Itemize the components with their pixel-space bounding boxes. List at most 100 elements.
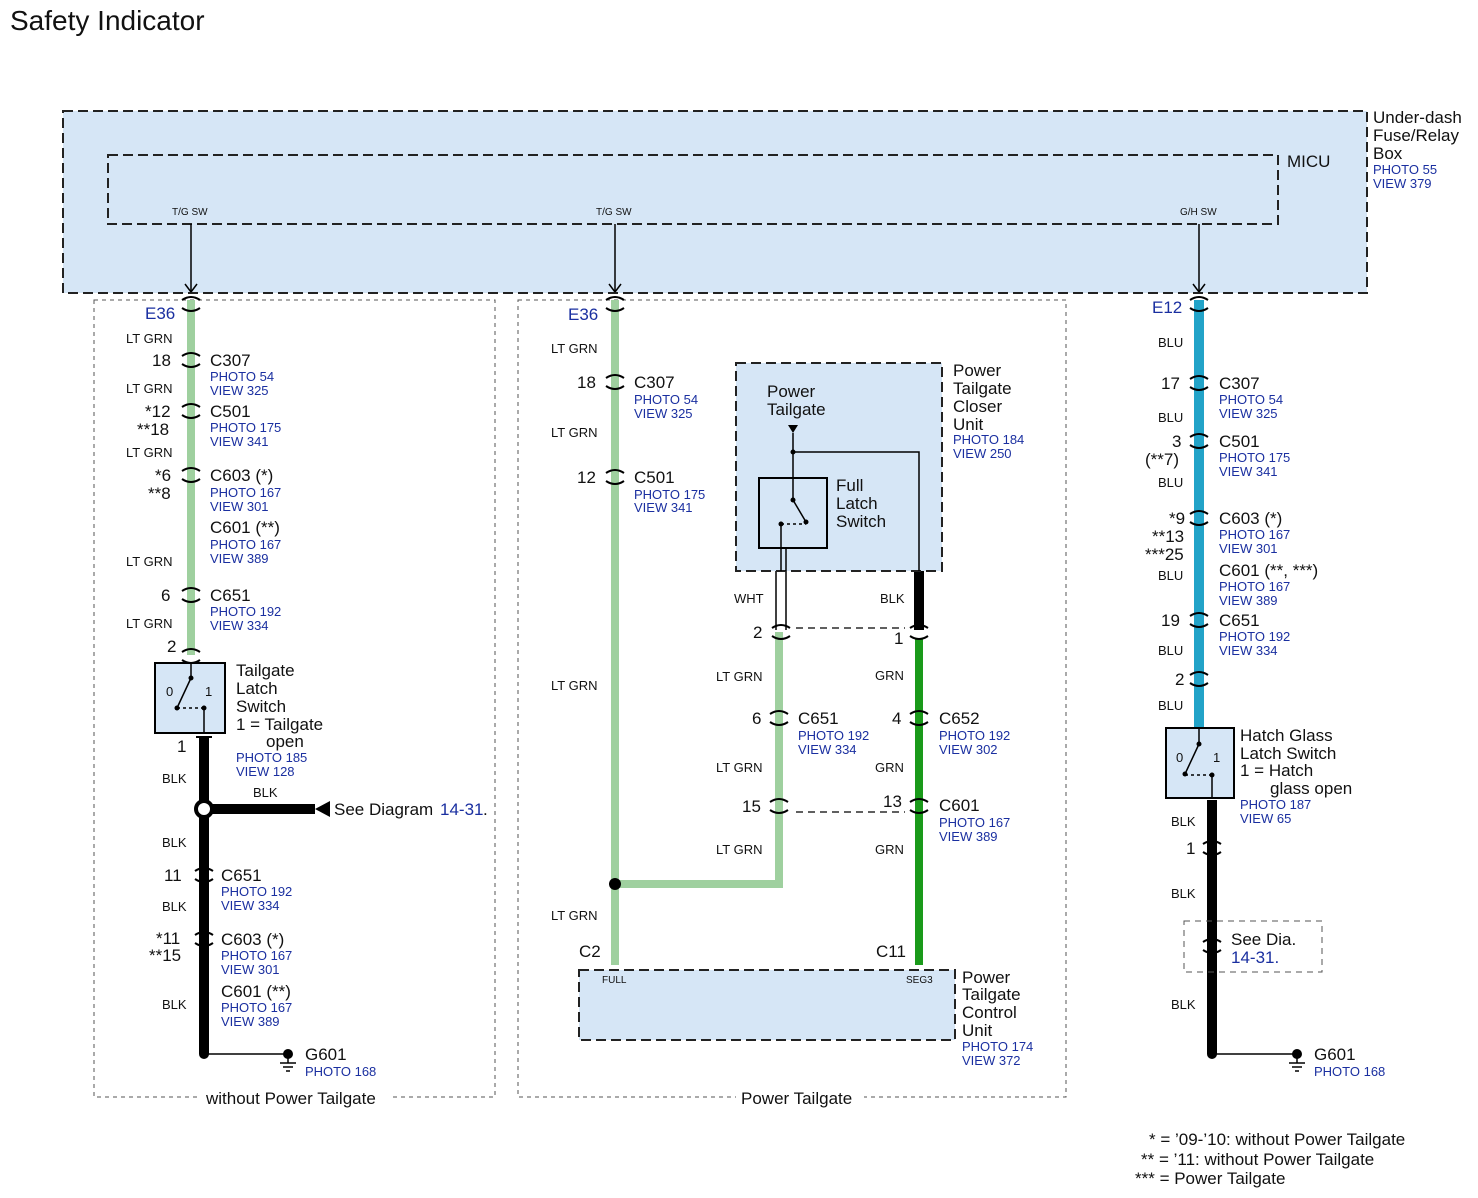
see-diagram-ref[interactable]: 14-31	[440, 800, 483, 819]
power-tailgate-closer-unit	[735, 362, 943, 572]
middle-wire-label-3: LT GRN	[551, 678, 597, 693]
right-ground-icon	[1289, 1054, 1305, 1072]
left-c501-pin-b: **18	[137, 420, 169, 439]
middle-c651-view: VIEW 334	[798, 742, 857, 757]
see-dia-box	[1183, 920, 1323, 973]
micu-pin-3: G/H SW	[1180, 207, 1217, 218]
tailgate-latch-switch	[154, 662, 226, 734]
right-switch-view: VIEW 65	[1240, 811, 1291, 826]
middle-grn-label-1: GRN	[875, 668, 904, 683]
middle-c307-photo: PHOTO 54	[634, 392, 698, 407]
left-c603-pin-b: **8	[148, 484, 171, 503]
middle-grn-label-3: GRN	[875, 842, 904, 857]
left-switch-view: VIEW 128	[236, 764, 295, 779]
left-c501-pin-a: *12	[145, 402, 171, 421]
middle-c652-view: VIEW 302	[939, 742, 998, 757]
middle-c501-name: C501	[634, 468, 675, 487]
middle-c307-pin: 18	[577, 373, 596, 392]
middle-wht-label: WHT	[734, 591, 764, 606]
note-1: * = ’09-’10: without Power Tailgate	[1149, 1130, 1405, 1149]
left-blk-label-4: BLK	[162, 997, 187, 1012]
right-c603-name: C603 (*)	[1219, 509, 1282, 528]
ctrl-pin-full: FULL	[602, 975, 627, 986]
middle-lt-grn-label-6: LT GRN	[716, 760, 762, 775]
right-blu-label-1: BLU	[1158, 335, 1183, 350]
right-c601-name: C601 (**, ***)	[1219, 561, 1318, 580]
right-ground-photo: PHOTO 168	[1314, 1064, 1385, 1079]
middle-lt-grn-label-7: LT GRN	[716, 842, 762, 857]
left-blk-label-2: BLK	[162, 835, 187, 850]
ctrl-line1: Power	[962, 968, 1011, 987]
left-c307-name: C307	[210, 351, 251, 370]
left-splice-point	[194, 799, 214, 819]
power-tailgate-control-unit	[578, 969, 956, 1041]
right-c603-pin-b: **13	[1152, 527, 1184, 546]
left-ground-name: G601	[305, 1045, 347, 1064]
left-c603b-pin-a: *11	[156, 929, 180, 948]
middle-blk-label: BLK	[880, 591, 905, 606]
micu-pin-2: T/G SW	[596, 207, 632, 218]
fuse-box-name-3: Box	[1373, 144, 1403, 163]
middle-c601-photo: PHOTO 167	[939, 815, 1010, 830]
closer-line3: Closer	[953, 397, 1002, 416]
middle-wire-label-4: LT GRN	[551, 908, 597, 923]
right-blu-label-4: BLU	[1158, 568, 1183, 583]
micu-name: MICU	[1287, 152, 1330, 171]
closer-sw3: Switch	[836, 512, 886, 531]
right-c501-photo: PHOTO 175	[1219, 450, 1290, 465]
left-switch-line5: open	[266, 732, 304, 751]
right-switch-photo: PHOTO 187	[1240, 797, 1311, 812]
left-wire-label-2: LT GRN	[126, 381, 172, 396]
left-c651-pin: 6	[161, 586, 170, 605]
power-source-icon	[788, 425, 798, 433]
right-c601-photo: PHOTO 167	[1219, 579, 1290, 594]
ctrl-c2: C2	[579, 942, 601, 961]
closer-line4: Unit	[953, 415, 984, 434]
right-c651-view: VIEW 334	[1219, 643, 1278, 658]
section-label-middle: Power Tailgate	[741, 1089, 852, 1108]
left-c601b-view: VIEW 389	[221, 1014, 280, 1029]
see-dia-ref[interactable]: 14-31.	[1231, 948, 1279, 967]
left-c307-photo: PHOTO 54	[210, 369, 274, 384]
section-without-power-tailgate	[93, 299, 496, 1098]
left-switch-pin-top: 2	[167, 637, 176, 656]
micu-pin-1: T/G SW	[172, 207, 208, 218]
middle-c651-pin: 6	[752, 709, 761, 728]
middle-c601-name: C601	[939, 796, 980, 815]
right-switch-pos1: 1	[1213, 750, 1220, 765]
left-c603b-photo: PHOTO 167	[221, 948, 292, 963]
left-switch-pin-bot: 1	[177, 737, 186, 756]
middle-c601-pin-l: 15	[742, 797, 761, 816]
left-c501-view: VIEW 341	[210, 434, 269, 449]
middle-wire-label-1: LT GRN	[551, 341, 597, 356]
left-switch-line2: Latch	[236, 679, 278, 698]
right-terminal: E12	[1152, 298, 1182, 317]
middle-c651-photo: PHOTO 192	[798, 728, 869, 743]
left-ground-icon	[280, 1054, 296, 1072]
left-c603b-view: VIEW 301	[221, 962, 280, 977]
right-switch-symbol	[1184, 728, 1213, 798]
middle-c501-view: VIEW 341	[634, 500, 693, 515]
see-diagram-text: See Diagram	[334, 800, 433, 819]
right-c651-photo: PHOTO 192	[1219, 629, 1290, 644]
ctrl-pin-seg: SEG3	[906, 975, 933, 986]
middle-terminal: E36	[568, 305, 598, 324]
see-diagram-arrow	[315, 801, 330, 817]
right-c603-photo: PHOTO 167	[1219, 527, 1290, 542]
full-latch-switch	[758, 477, 828, 549]
micu-box	[107, 154, 1279, 225]
right-c603-view: VIEW 301	[1219, 541, 1278, 556]
left-c603-view: VIEW 301	[210, 499, 269, 514]
middle-splice-point	[609, 878, 621, 890]
middle-c307-view: VIEW 325	[634, 406, 693, 421]
closer-line1: Power	[953, 361, 1002, 380]
right-pin-2: 2	[1175, 670, 1184, 689]
right-switch-pin-bot: 1	[1186, 839, 1195, 858]
left-c603-photo: PHOTO 167	[210, 485, 281, 500]
middle-c652-photo: PHOTO 192	[939, 728, 1010, 743]
see-dia-text: See Dia.	[1231, 930, 1296, 949]
right-switch-line4: glass open	[1270, 779, 1352, 798]
left-c603-pin-a: *6	[155, 466, 171, 485]
fuse-box-view: VIEW 379	[1373, 176, 1432, 191]
note-3: *** = Power Tailgate	[1135, 1169, 1285, 1188]
